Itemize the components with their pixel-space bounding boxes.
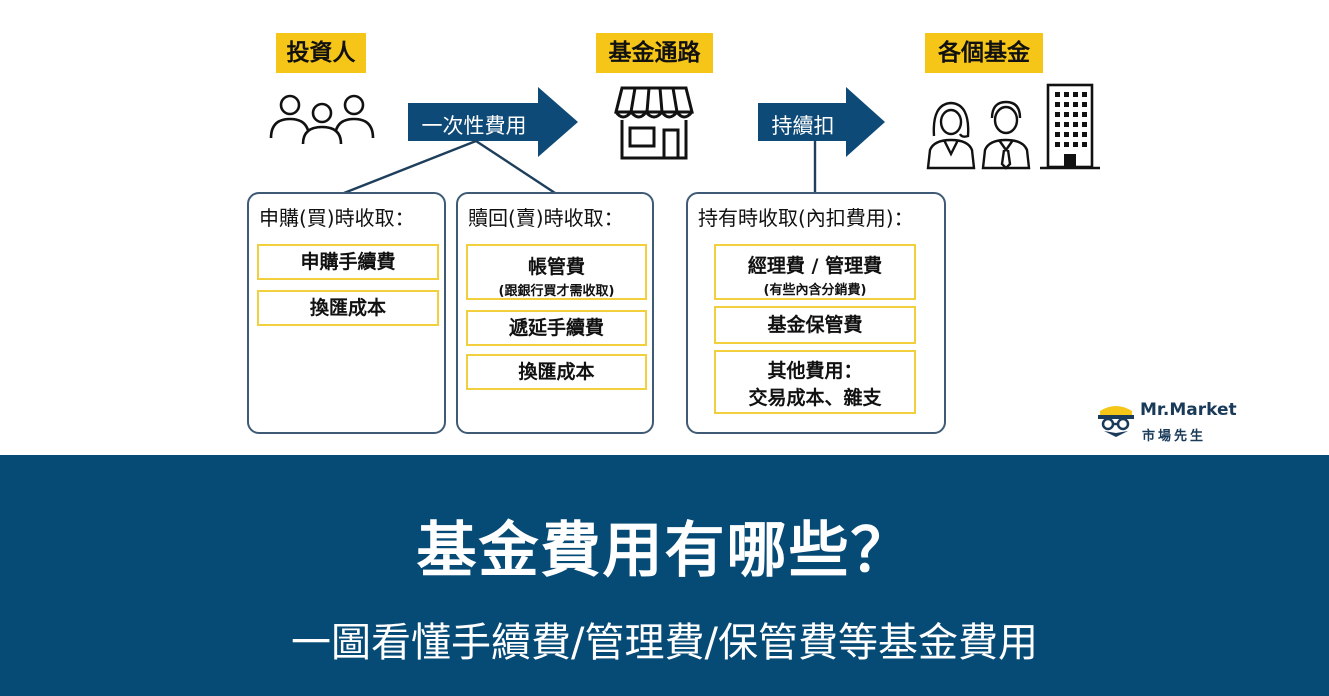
logo-icon bbox=[1098, 406, 1134, 437]
one-time-fee-arrow bbox=[408, 87, 578, 157]
other-fee-label: 其他費用： bbox=[767, 360, 863, 382]
continuous-label: 持續扣 bbox=[771, 114, 835, 138]
logo-subtitle: 市場先生 bbox=[1142, 429, 1207, 444]
account-fee-label: 帳管費 bbox=[527, 256, 585, 278]
header-funds: 各個基金 bbox=[925, 33, 1043, 73]
logo-name: Mr.Market bbox=[1140, 400, 1237, 420]
one-time-fee-label: 一次性費用 bbox=[421, 114, 527, 138]
header-channel: 基金通路 bbox=[596, 33, 713, 73]
fund-managers-icon bbox=[926, 100, 1031, 170]
page-subtitle: 一圖看懂手續費/管理費/保管費等基金費用 bbox=[291, 620, 1038, 666]
subscribe-fee-box: 申購(買)時收取： 申購手續費 換匯成本 bbox=[247, 192, 446, 434]
other-fee-item: 其他費用： 交易成本、雜支 bbox=[714, 350, 916, 414]
store-icon bbox=[614, 86, 694, 160]
redeem-fee-title: 贖回(賣)時收取： bbox=[468, 206, 624, 230]
fx-cost-item-redeem: 換匯成本 bbox=[466, 354, 647, 390]
management-fee-note: (有些內含分銷費) bbox=[763, 283, 867, 298]
header-investor: 投資人 bbox=[276, 33, 366, 73]
holding-fee-box: 持有時收取(內扣費用)： 經理費 / 管理費 (有些內含分銷費) 基金保管費 其… bbox=[686, 192, 946, 434]
people-icon bbox=[269, 94, 375, 144]
redeem-fee-box: 贖回(賣)時收取： 帳管費 (跟銀行買才需收取) 遞延手續費 換匯成本 bbox=[456, 192, 654, 434]
other-fee-detail: 交易成本、雜支 bbox=[748, 387, 882, 409]
management-fee-item: 經理費 / 管理費 (有些內含分銷費) bbox=[714, 244, 916, 300]
title-banner bbox=[0, 455, 1329, 696]
building-icon bbox=[1040, 83, 1100, 170]
holding-fee-title: 持有時收取(內扣費用)： bbox=[698, 206, 914, 230]
page-title: 基金費用有哪些？ bbox=[416, 516, 913, 586]
account-fee-item: 帳管費 (跟銀行買才需收取) bbox=[466, 244, 647, 300]
continuous-arrow bbox=[758, 87, 885, 157]
fx-cost-item: 換匯成本 bbox=[257, 290, 439, 326]
deferred-fee-item: 遞延手續費 bbox=[466, 310, 647, 346]
custody-fee-item: 基金保管費 bbox=[714, 306, 916, 344]
subscribe-fee-item: 申購手續費 bbox=[257, 244, 439, 280]
subscribe-fee-title: 申購(買)時收取： bbox=[259, 206, 415, 230]
account-fee-note: (跟銀行買才需收取) bbox=[498, 284, 615, 299]
connector-lines bbox=[343, 139, 817, 195]
management-fee-label: 經理費 / 管理費 bbox=[747, 255, 883, 277]
